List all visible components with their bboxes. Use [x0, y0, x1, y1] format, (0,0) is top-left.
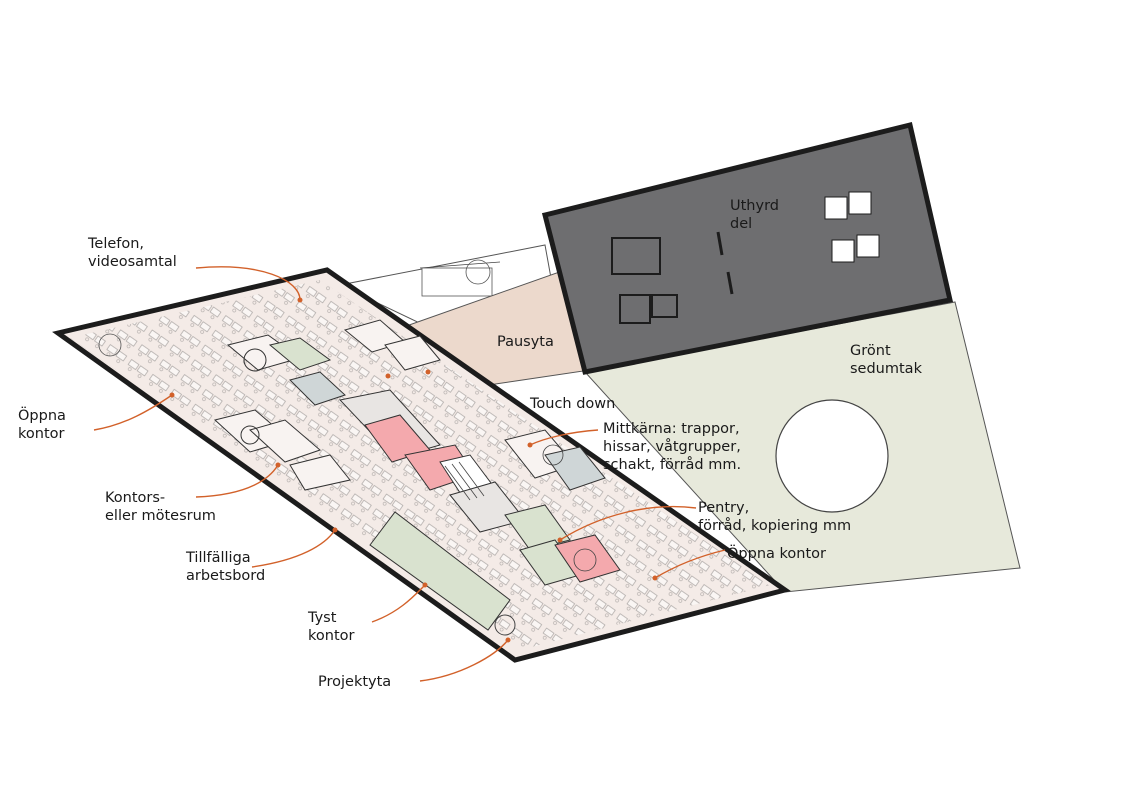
- label-oppna-kontor-right: Öppna kontor: [727, 544, 826, 562]
- pentry-rooms: [504, 504, 621, 586]
- label-projektyta: Projektyta: [318, 674, 391, 690]
- stair-left: [243, 348, 267, 372]
- leader-lines: [93, 266, 726, 682]
- lower-rooms: [213, 409, 351, 491]
- upper-rooms: [226, 319, 441, 406]
- meeting-cluster: [504, 429, 606, 491]
- label-pausyta: Pausyta: [497, 334, 554, 350]
- label-mittkarna: Mittkärna: trappor, hissar, våtgrupper, …: [603, 421, 745, 473]
- label-gront: Grönt sedumtak: [850, 343, 923, 377]
- label-oppna-kontor-left: Öppna kontor: [18, 406, 71, 442]
- label-uthyrd: Uthyrd del: [730, 198, 784, 232]
- label-touch-down: Touch down: [529, 396, 615, 412]
- rented-core: [611, 191, 880, 324]
- label-telefon: Telefon, videosamtal: [87, 236, 177, 270]
- roof-circle: [775, 399, 889, 513]
- office-outer-wall: [52, 267, 791, 663]
- central-core: [339, 389, 526, 533]
- project-table: [494, 614, 516, 636]
- label-pentry: Pentry, förråd, kopiering mm: [698, 500, 851, 534]
- rented-part: [545, 125, 950, 372]
- label-tillfalliga: Tillfälliga arbetsbord: [185, 550, 265, 584]
- label-kontorsrum: Kontors- eller mötesrum: [105, 490, 216, 524]
- quiet-office: [369, 511, 511, 631]
- label-tyst: Tyst kontor: [307, 610, 354, 644]
